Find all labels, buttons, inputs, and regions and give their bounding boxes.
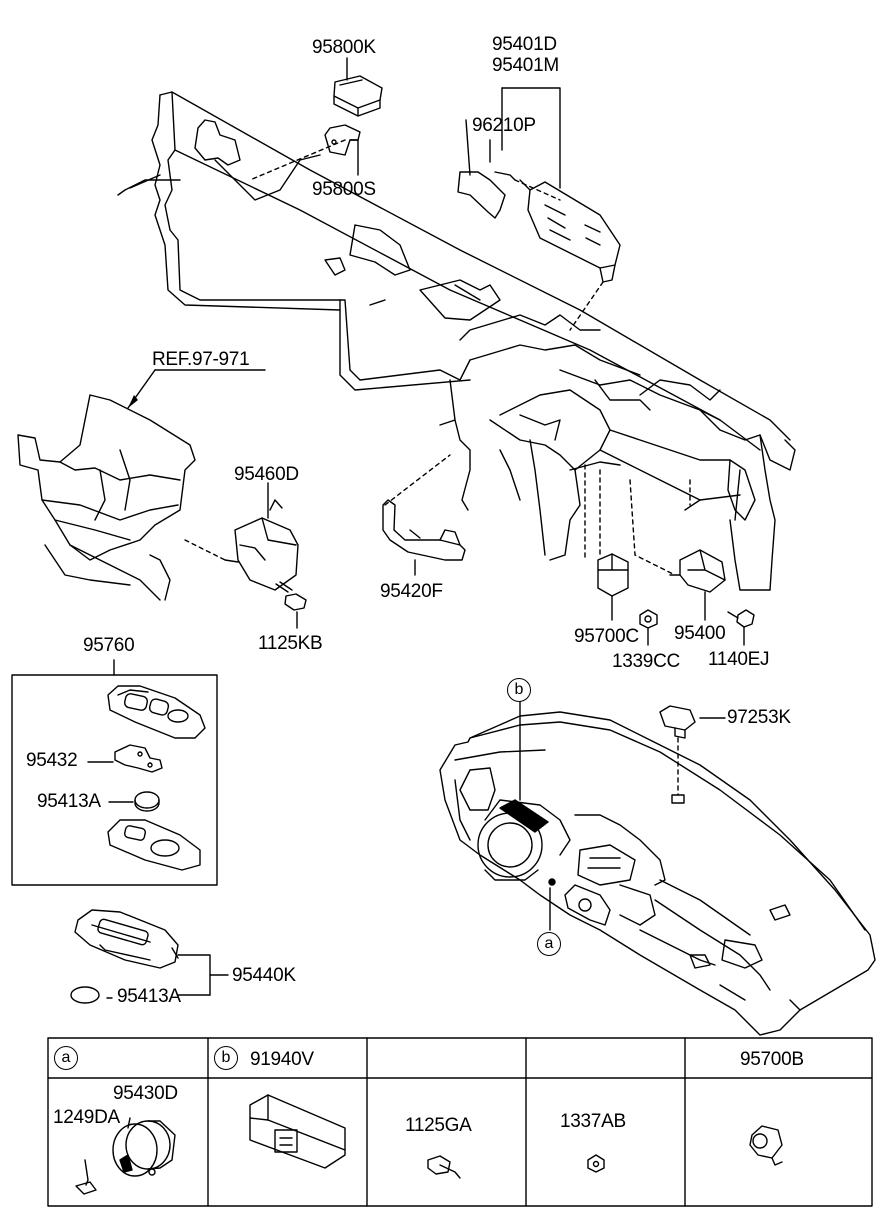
label-95413A-2: 95413A	[117, 986, 181, 1007]
label-95432: 95432	[26, 750, 78, 771]
remote-key-95760	[107, 685, 206, 739]
crash-pad	[439, 711, 876, 1036]
table-header-a-circle: a	[54, 1046, 78, 1070]
nut-1339CC	[639, 609, 658, 629]
part-91940V	[249, 1094, 346, 1169]
smart-key-95440K	[74, 909, 179, 969]
label-1339CC: 1339CC	[612, 651, 680, 672]
label-95413A-1: 95413A	[37, 791, 101, 812]
module-95460D	[224, 499, 299, 591]
table-header-b-circle: b	[214, 1046, 238, 1070]
table-label-1249DA: 1249DA	[53, 1107, 120, 1128]
label-95440K: 95440K	[232, 965, 296, 986]
label-ref: REF.97-971	[152, 349, 250, 370]
part-95700B	[749, 1125, 783, 1166]
label-1125KB: 1125KB	[258, 633, 323, 654]
table-label-95430D: 95430D	[113, 1083, 178, 1104]
leader-lines	[87, 57, 745, 999]
label-95401M: 95401M	[492, 55, 559, 76]
antenna-96210P	[457, 119, 516, 219]
sensor-location-a	[548, 878, 556, 886]
heater-unit	[17, 394, 196, 601]
battery-95413A-2	[70, 986, 100, 1004]
part-95430D	[112, 1117, 176, 1177]
module-95800K	[333, 75, 383, 117]
table-label-1125GA: 1125GA	[405, 1115, 472, 1136]
table-header-95700B: 95700B	[740, 1049, 804, 1070]
label-97253K: 97253K	[727, 707, 791, 728]
bracket-95420F	[382, 499, 466, 561]
remote-case	[107, 819, 201, 871]
label-95700C: 95700C	[574, 626, 639, 647]
battery-95413A-1	[134, 791, 160, 812]
label-95401D: 95401D	[492, 34, 557, 55]
bolt-1125KB	[275, 581, 307, 611]
cowl-cross-member	[117, 91, 796, 591]
nut-1337AB	[587, 1154, 605, 1173]
label-95760: 95760	[83, 635, 135, 656]
key-95432	[114, 744, 163, 773]
label-95400: 95400	[674, 623, 726, 644]
label-1140EJ: 1140EJ	[708, 649, 770, 670]
callout-b: b	[507, 678, 531, 702]
label-95420F: 95420F	[380, 581, 443, 602]
screw-1249DA	[75, 1159, 97, 1195]
callout-a: a	[537, 932, 561, 956]
part-95400	[669, 549, 726, 593]
part-95700C	[597, 553, 629, 597]
label-96210P: 96210P	[472, 115, 536, 136]
label-95800S: 95800S	[312, 179, 376, 200]
label-95800K: 95800K	[312, 37, 376, 58]
dashed-connections	[184, 139, 691, 796]
antenna-slot	[499, 799, 549, 833]
parts-table-grid	[47, 1037, 873, 1207]
module-95401	[519, 179, 621, 283]
label-95460D: 95460D	[234, 464, 299, 485]
bolt-1140EJ	[727, 609, 755, 628]
table-header-91940V: 91940V	[250, 1049, 314, 1070]
sensor-97253K	[659, 705, 696, 739]
table-label-1337AB: 1337AB	[560, 1111, 626, 1132]
remote-keys-box	[11, 674, 218, 886]
bolt-1125GA	[427, 1155, 461, 1179]
